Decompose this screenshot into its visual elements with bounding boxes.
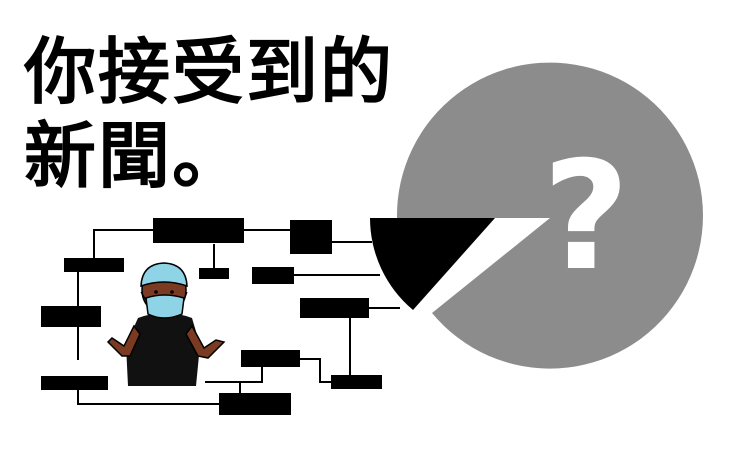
flowchart-box bbox=[331, 375, 382, 389]
flowchart-box bbox=[199, 268, 229, 279]
flowchart-box bbox=[41, 306, 101, 327]
mask-strap bbox=[183, 291, 188, 301]
pie-main-body bbox=[396, 62, 703, 369]
person-left-arm bbox=[106, 324, 141, 357]
person-right-arm bbox=[185, 324, 226, 359]
flowchart-box bbox=[252, 267, 294, 284]
flowchart-box bbox=[41, 376, 108, 390]
flowchart-boxes bbox=[41, 218, 382, 415]
person-eye bbox=[154, 290, 158, 294]
pie-extracted-slice bbox=[370, 218, 495, 310]
question-mark: ? bbox=[542, 130, 629, 304]
headline-line-1: 你接受到的 bbox=[24, 30, 395, 114]
flowchart-box bbox=[219, 393, 291, 415]
face-mask bbox=[145, 294, 185, 319]
headline-line-2: 新聞。 bbox=[24, 114, 247, 198]
flowchart-box bbox=[300, 298, 369, 318]
flowchart-box bbox=[64, 258, 124, 272]
flowchart-box bbox=[153, 218, 244, 243]
person-eye bbox=[170, 290, 174, 294]
mask-strap bbox=[140, 291, 147, 301]
person-shirt bbox=[126, 313, 200, 386]
shrugging-person-with-mask-icon bbox=[106, 262, 226, 386]
pie-chart-graphic: ? bbox=[370, 62, 703, 369]
flowchart-box bbox=[241, 350, 300, 367]
person-cap bbox=[140, 262, 188, 288]
headline: 你接受到的 新聞。 bbox=[24, 30, 394, 198]
flowchart-box bbox=[290, 220, 332, 254]
